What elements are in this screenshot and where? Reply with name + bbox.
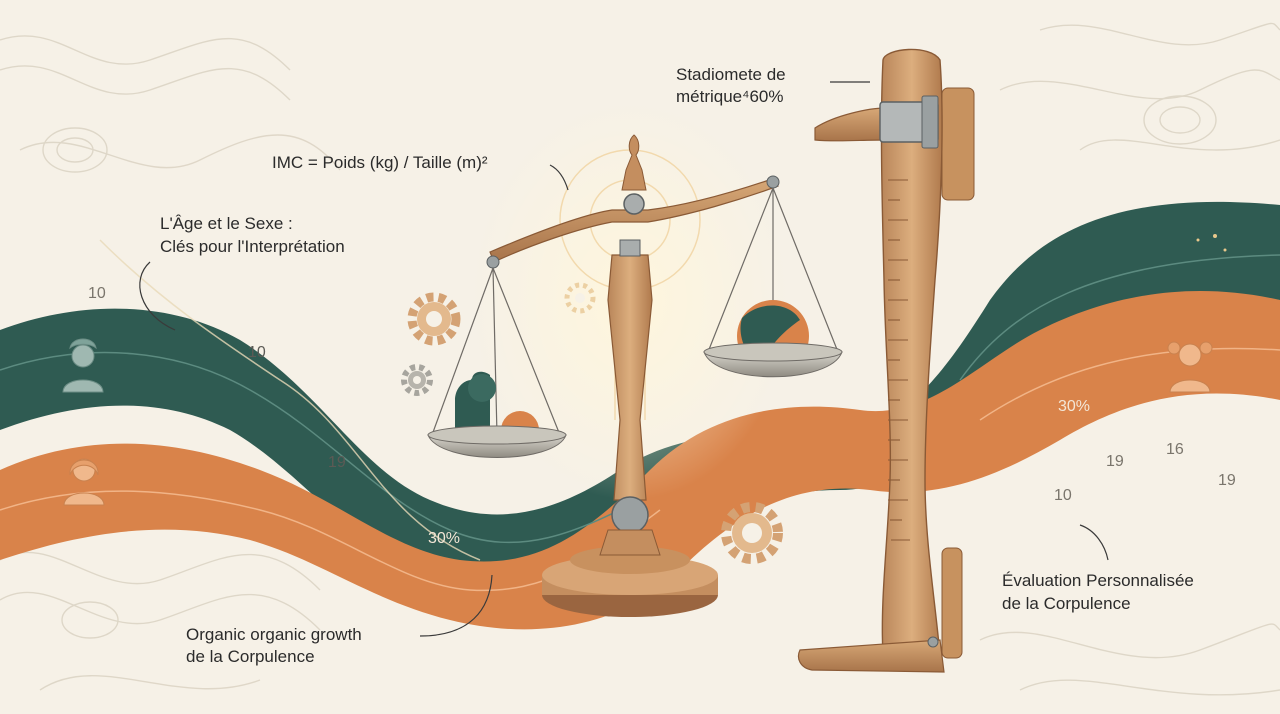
number-16-right: 16 xyxy=(1166,441,1184,458)
gear-icon xyxy=(407,292,461,346)
orange-wave xyxy=(0,291,1280,630)
female-avatar-icon xyxy=(63,458,105,506)
number-10-top-left: 10 xyxy=(88,285,106,302)
organic-growth-line1: Organic organic growth xyxy=(186,625,362,644)
gear-icon xyxy=(401,364,433,396)
percent-30-left: 30% xyxy=(428,530,461,547)
number-19-right-b: 19 xyxy=(1218,472,1236,489)
bmi-formula: IMC = Poids (kg) / Taille (m)² xyxy=(272,153,488,172)
balance-scale-icon xyxy=(427,134,843,617)
number-19-left: 19 xyxy=(328,454,346,471)
stadiometer-label-line1: Stadiomete de xyxy=(676,65,786,84)
gear-icon xyxy=(721,502,783,564)
stadiometer-icon xyxy=(797,48,975,673)
sparkles xyxy=(1196,234,1227,252)
girl-avatar-icon xyxy=(1167,341,1213,393)
leader-lines xyxy=(139,81,1109,637)
number-10-mid-left: 10 xyxy=(248,344,266,361)
number-10-right: 10 xyxy=(1054,487,1072,504)
background-swirls xyxy=(0,22,1280,696)
gear-icon xyxy=(564,282,596,314)
percent-30-right: 30% xyxy=(1058,398,1091,415)
organic-growth-line2: de la Corpulence xyxy=(186,647,315,666)
evaluation-line1: Évaluation Personnalisée xyxy=(1002,571,1194,590)
age-sex-title-line1: L'Âge et le Sexe : xyxy=(160,214,293,233)
number-19-right-a: 19 xyxy=(1106,453,1124,470)
age-sex-title-line2: Clés pour l'Interprétation xyxy=(160,237,345,256)
evaluation-line2: de la Corpulence xyxy=(1002,594,1131,613)
stadiometer-label-line2: métrique⁴60% xyxy=(676,87,784,106)
male-avatar-icon xyxy=(62,338,104,393)
